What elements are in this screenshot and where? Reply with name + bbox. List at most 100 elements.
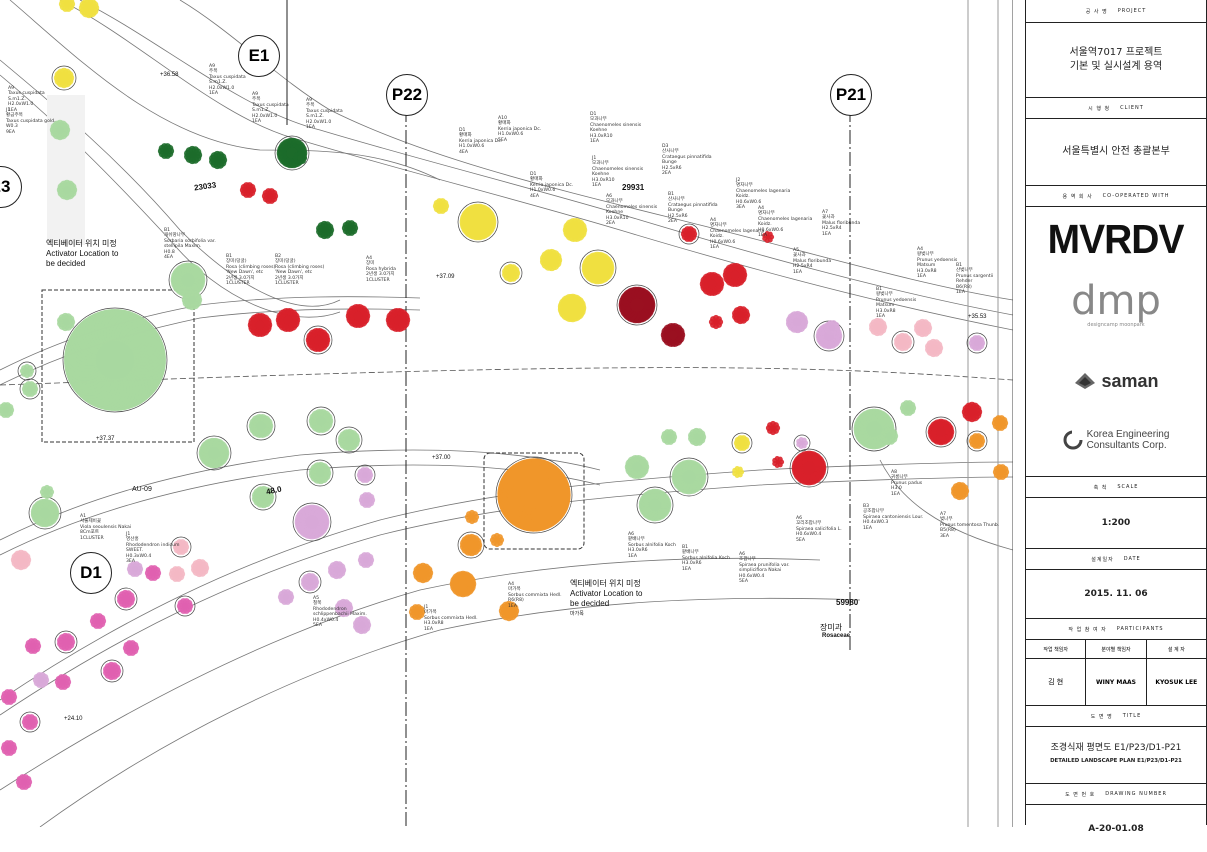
tree-symbol (214, 156, 222, 164)
level-mark-5: +24.10 (64, 716, 83, 722)
tree-symbol (313, 335, 323, 345)
tree-symbol (44, 489, 50, 495)
tree-symbol (363, 496, 371, 504)
tree-symbols (0, 0, 1010, 790)
tree-symbol (26, 718, 34, 726)
tree-outline (19, 711, 41, 733)
plant-note: D1 모과나무 Chaenomeles sinensis Koehne H3.0… (590, 112, 642, 145)
plant-note: A5 꽃사과 Malus floribunda H2.5xR4 1EA (793, 248, 832, 275)
participants-roles: 작업 책임자 분야별 책임자 설 계 자 (1026, 640, 1206, 659)
date-text: 2015. 11. 06 (1084, 589, 1148, 599)
tree-symbol (802, 461, 816, 475)
tree-symbol (361, 471, 369, 479)
logo-kec-row: Korea Engineering Consultants Corp. (1063, 429, 1169, 451)
tree-symbol (85, 4, 93, 12)
project-line2: 기본 및 실시설계 용역 (1069, 61, 1163, 72)
logo-dmp-sub: designcamp moonpark (1087, 322, 1145, 329)
tree-symbol (799, 440, 805, 446)
tree-outline (678, 223, 700, 245)
drawing-number: A-20-01.08 (1026, 805, 1206, 852)
tree-symbol (177, 543, 185, 551)
tree-symbol (282, 593, 290, 601)
level-mark-2: +37.09 (436, 274, 455, 280)
tree-symbol (968, 408, 976, 416)
tree-symbol (570, 225, 580, 235)
tree-symbol (668, 330, 678, 340)
title-ko: 조경식재 평면도 E1/P23/D1-P21 (1050, 743, 1182, 753)
tree-outline (306, 459, 334, 487)
plant-note: A9 주목 Taxus cuspidata S.m1.Z. H2.0xW1.0 … (209, 64, 246, 97)
tree-symbol (321, 226, 329, 234)
tree-outline (335, 426, 363, 454)
tree-symbol (591, 261, 605, 275)
plant-note: A6 팥배나무 Sorbus alnifolia Koch H3.0xR6 1E… (628, 532, 676, 559)
tree-outline (669, 457, 709, 497)
title-en: DETAILED LANDSCAPE PLAN E1/P23/D1-P21 (1050, 758, 1182, 764)
tree-outline (495, 456, 573, 534)
boundary-dashed-line (0, 367, 1013, 386)
plant-note: A9 주목 Taxus cuspidata S.m1.Z. H2.0xW1.0 … (252, 92, 289, 125)
plant-note: A6 조팝나무 Spiraea prunifolia var. simplici… (739, 552, 790, 585)
tree-symbol (682, 470, 696, 484)
tree-symbol (5, 744, 13, 752)
tree-outline (292, 502, 332, 542)
tree-symbol (919, 324, 927, 332)
role1: 작업 책임자 (1026, 640, 1087, 658)
logos: MVRDV dmp designcamp moonpark saman Kore… (1026, 207, 1206, 477)
logo-mvrdv: MVRDV (1048, 216, 1185, 263)
tree-symbol (346, 224, 354, 232)
tree-symbol (546, 255, 556, 265)
tree-symbol (196, 564, 204, 572)
tree-symbol (520, 481, 548, 509)
tree-symbol (256, 421, 266, 431)
plan-canvas (0, 0, 1013, 827)
tree-symbol (63, 186, 71, 194)
plant-note: B1 산벚나무 Prunus sargentii Rehder B6(R8) 1… (956, 263, 994, 296)
date-head-ko: 설계일자 (1091, 556, 1114, 563)
rosaceae-ko: 장미과 (820, 623, 843, 632)
plant-note: A6 꼬리조팝나무 Spiraea salicifolia L. H0.6xW0… (796, 516, 842, 543)
level-mark-3: +37.37 (96, 436, 115, 442)
tree-symbol (60, 74, 68, 82)
client-text: 서울특별시 안전 총괄본부 (1062, 146, 1170, 157)
coop-head-en: CO-OPERATED WITH (1102, 193, 1170, 199)
tree-symbol (996, 419, 1004, 427)
plant-note: B2 장미(덩굴) Rosa (climbing roses) 'New Daw… (275, 254, 325, 287)
tree-symbol (63, 0, 71, 8)
activator-note-1-ko: 엑티베이터 위치 미정 (46, 239, 117, 248)
tree-symbol (665, 433, 673, 441)
tree-outline (170, 536, 192, 558)
tree-symbol (181, 273, 195, 287)
plant-note: J1 모과나무 Chaenomeles sinensis Koehne H3.0… (592, 156, 644, 189)
tree-symbol (20, 778, 28, 786)
tree-outline (457, 531, 485, 559)
tree-outline (174, 595, 196, 617)
plant-note: D1 황매화 Kerria japonica Dc. H1.0xW0.6 4EA (459, 128, 503, 155)
participants-names: 김 현 WINY MAAS KYOSUK LEE (1026, 659, 1206, 706)
tree-symbol (685, 230, 693, 238)
plant-note: A4 장미 Rosa hybrida 2년생 3.0가지 1CLUSTER (366, 256, 396, 283)
plant-note: J2 명자나무 Chaenomeles lagenaria Koidz. H0.… (736, 178, 791, 211)
activator-note-2-sub: 마가목 (570, 611, 584, 617)
tree-symbol (162, 147, 170, 155)
tree-symbol (997, 468, 1005, 476)
tree-symbol (471, 215, 485, 229)
tree-symbol (693, 433, 701, 441)
tree-outline (303, 325, 333, 355)
dimension-29931: 29931 (622, 183, 645, 192)
plant-note: A8 귀룽나무 Prunus padus H3.0 1EA (891, 470, 923, 497)
tree-symbol (775, 459, 781, 465)
level-mark-4: +37.00 (432, 455, 451, 461)
scale-head-ko: 축 척 (1093, 484, 1108, 491)
tree-symbol (2, 406, 10, 414)
tree-symbol (59, 678, 67, 686)
participants-head-en: PARTICIPANTS (1116, 626, 1164, 632)
tree-outline (114, 587, 138, 611)
logo-saman: saman (1101, 370, 1159, 391)
tree-symbol (507, 269, 515, 277)
tree-outline (51, 65, 77, 91)
tree-symbol (315, 468, 325, 478)
